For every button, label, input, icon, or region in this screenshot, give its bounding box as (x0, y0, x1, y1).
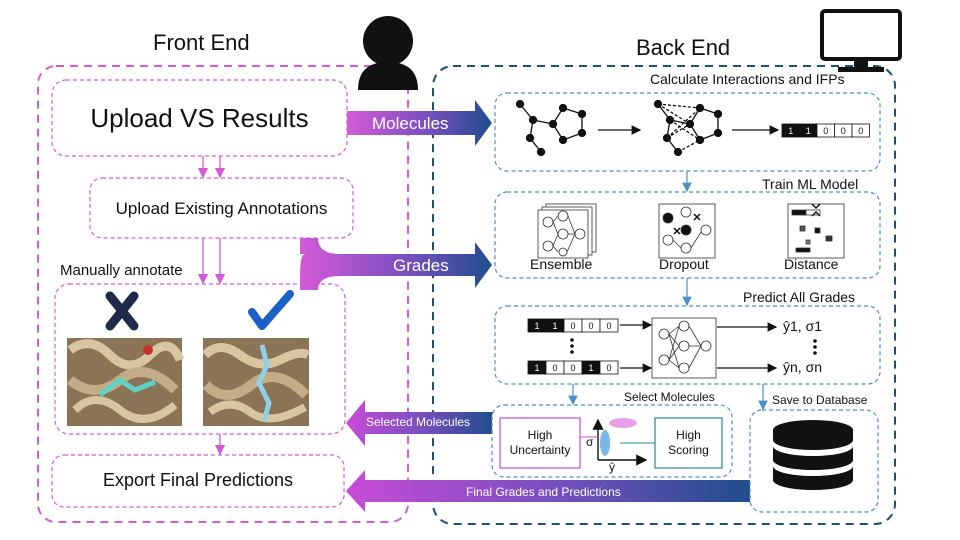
model-distance-label: Distance (784, 256, 839, 272)
model-ensemble-label: Ensemble (530, 256, 593, 272)
high-uncertainty-line1: High (527, 428, 553, 442)
molecules-arrow-label: Molecules (372, 114, 449, 133)
bit-value: 1 (534, 363, 539, 373)
high-scoring-line2: Scoring (668, 443, 709, 457)
predict-title: Predict All Grades (743, 289, 856, 305)
bit-value: 0 (858, 126, 863, 136)
calc-title: Calculate Interactions and IFPs (650, 71, 845, 87)
high-scoring-line1: High (676, 428, 701, 442)
selected-arrow-label: Selected Molecules (366, 415, 471, 429)
bit-value: 1 (788, 126, 793, 136)
bit-value: 1 (588, 363, 593, 373)
upload-vs-label: Upload VS Results (90, 103, 309, 133)
manually-annotate-label: Manually annotate (60, 262, 183, 279)
molecule-image-accepted (201, 338, 311, 426)
train-title: Train ML Model (762, 176, 859, 192)
export-label: Export Final Predictions (102, 470, 294, 490)
vertical-dots-left (570, 338, 574, 354)
bit-value: 0 (588, 321, 593, 331)
back-end-title: Back End (636, 35, 731, 60)
bit-vector-row-1: 1 1 0 0 0 (527, 318, 619, 333)
bit-vector-row-n: 1 0 0 1 0 (527, 360, 619, 375)
bit-cell (599, 318, 619, 333)
predictor-network-icon (651, 317, 717, 379)
ensemble-icon (537, 203, 597, 259)
save-title: Save to Database (772, 393, 868, 407)
model-dropout-label: Dropout (659, 256, 709, 272)
database-icon (773, 420, 853, 490)
bit-value: 0 (823, 126, 828, 136)
high-uncertainty-box (499, 417, 581, 469)
distance-icon (787, 203, 845, 259)
molecules-arrow (347, 100, 492, 146)
bit-cell (851, 123, 870, 138)
dropout-icon (658, 203, 716, 259)
bit-value: 0 (841, 126, 846, 136)
export-box[interactable] (51, 454, 345, 508)
computer-monitor-icon (820, 9, 902, 72)
final-arrow-label: Final Grades and Predictions (466, 485, 621, 499)
grades-arrow (300, 238, 492, 290)
sigma-axis-label: σ (586, 435, 594, 449)
select-title: Select Molecules (624, 390, 715, 404)
grades-arrow-label: Grades (393, 256, 449, 275)
selection-axes-icon (580, 418, 655, 466)
ifp-bit-vector: 1 1 0 0 0 (781, 123, 870, 138)
prediction-output-n: ŷn, σn (783, 359, 822, 375)
front-end-title: Front End (153, 30, 250, 55)
interaction-graph-icon (653, 99, 723, 157)
selected-molecules-arrow (346, 400, 494, 446)
bit-value: 0 (552, 363, 557, 373)
bit-value: 0 (570, 363, 575, 373)
bit-value: 0 (606, 363, 611, 373)
bit-cell (599, 360, 619, 375)
bit-value: 1 (552, 321, 557, 331)
bit-value: 0 (606, 321, 611, 331)
yhat-axis-label: ŷ (609, 460, 615, 474)
user-icon (358, 16, 418, 90)
prediction-output-1: ŷ1, σ1 (783, 318, 822, 334)
final-grades-arrow (346, 470, 752, 512)
bit-value: 1 (534, 321, 539, 331)
high-uncertainty-line2: Uncertainty (509, 443, 571, 457)
accept-check-icon (248, 290, 294, 330)
back-end-panel (432, 65, 896, 525)
bit-value: 1 (806, 126, 811, 136)
molecule-graph-icon (515, 99, 587, 157)
vertical-dots-right (813, 339, 817, 355)
upload-annotations-label: Upload Existing Annotations (115, 199, 328, 218)
upload-vs-box[interactable] (51, 79, 348, 157)
molecule-image-rejected (66, 338, 185, 426)
high-scoring-box (654, 417, 723, 469)
reject-x-icon (105, 291, 139, 331)
bit-value: 0 (570, 321, 575, 331)
